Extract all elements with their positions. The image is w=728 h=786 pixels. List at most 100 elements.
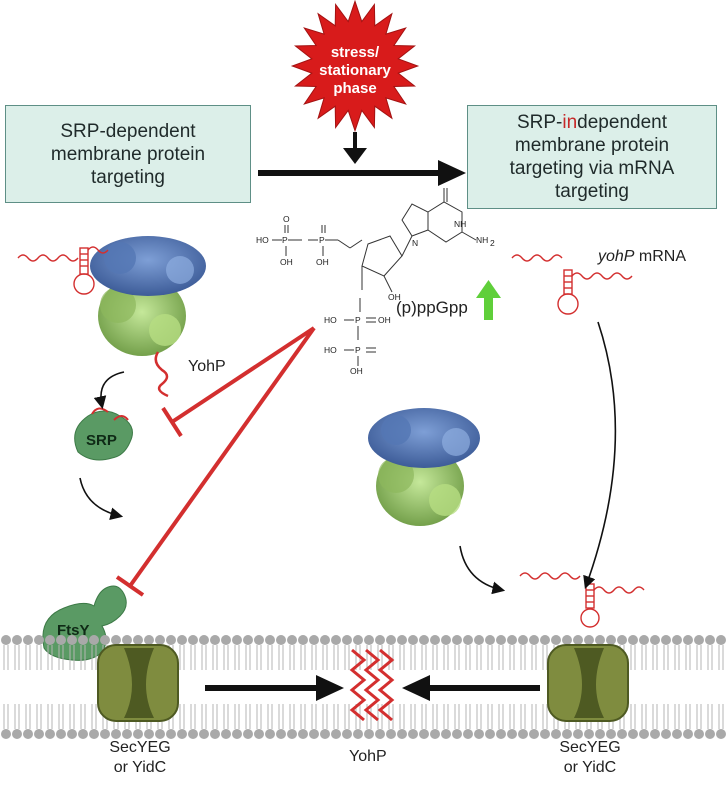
lipid-head [694, 635, 704, 645]
lipid-head [221, 635, 231, 645]
lipid-head [309, 635, 319, 645]
lipid-head [67, 635, 77, 645]
lipid-head [144, 729, 154, 739]
srp-label: SRP [86, 432, 117, 449]
yohp-nascent-label: YohP [188, 358, 226, 375]
lipid-head [430, 635, 440, 645]
lipid-head [639, 729, 649, 739]
nascent-yohp-left [154, 351, 169, 398]
box-line: targeting [91, 166, 165, 188]
mrna-left [17, 246, 109, 295]
lipid-head [430, 729, 440, 739]
lipid-head [287, 635, 297, 645]
lipid-head [287, 729, 297, 739]
lipid-head [496, 635, 506, 645]
lipid-head [474, 729, 484, 739]
lipid-head [177, 635, 187, 645]
lipid-head [672, 635, 682, 645]
lipid-head [408, 729, 418, 739]
lipid-head [408, 635, 418, 645]
lipid-head [298, 729, 308, 739]
lipid-head [573, 729, 583, 739]
lipid-head [199, 635, 209, 645]
lipid-head [452, 635, 462, 645]
lipid-head [45, 729, 55, 739]
sec-right-label: SecYEG or YidC [550, 738, 630, 778]
lipid-head [276, 635, 286, 645]
box-line: membrane protein [514, 135, 670, 156]
lipid-head [716, 729, 726, 739]
flow-arrows [79, 321, 617, 595]
lipid-head [661, 729, 671, 739]
lipid-head [144, 635, 154, 645]
atom-label: HO [256, 235, 269, 245]
lipid-head [12, 635, 22, 645]
lipid-head [23, 635, 33, 645]
lipid-head [705, 635, 715, 645]
lipid-head [650, 635, 660, 645]
lipid-head [419, 729, 429, 739]
lipid-head [133, 729, 143, 739]
srp-protein [74, 407, 133, 461]
lipid-head [705, 729, 715, 739]
atom-label: OH [350, 366, 363, 376]
lipid-head [188, 635, 198, 645]
lipid-head [375, 635, 385, 645]
lipid-head [606, 635, 616, 645]
lipid-head [606, 729, 616, 739]
lipid-head [694, 729, 704, 739]
lipid-head [320, 635, 330, 645]
lipid-head [1, 729, 11, 739]
lipid-head [45, 635, 55, 645]
lipid-head [100, 635, 110, 645]
lipid-head [419, 635, 429, 645]
lipid-head [353, 729, 363, 739]
mrna-membrane [519, 572, 645, 628]
box-line-first: SRP-independent [510, 111, 675, 134]
lipid-head [1, 635, 11, 645]
lipid-head [298, 635, 308, 645]
atom-label: NH [476, 235, 488, 245]
prefix-text: SRP- [516, 112, 563, 133]
insertion-arrows [205, 675, 540, 701]
atom-label: HO [324, 315, 337, 325]
rest-text: dependent [577, 112, 667, 133]
channel-right [547, 644, 629, 722]
lipid-head [441, 729, 451, 739]
lipid-head [496, 729, 506, 739]
lipid-head [78, 729, 88, 739]
stress-line: stress/ [330, 44, 380, 61]
lipid-head [342, 729, 352, 739]
yohp-membrane-label: YohP [349, 748, 387, 765]
lipid-head [716, 635, 726, 645]
mrna-word: mRNA [638, 248, 687, 265]
sec-line: SecYEG [109, 739, 171, 756]
mrna-right [511, 254, 633, 315]
lipid-head [584, 729, 594, 739]
stress-line: stationary [319, 62, 391, 79]
atom-label: P [355, 345, 361, 355]
atom-label: N [412, 238, 418, 248]
lipid-head [595, 635, 605, 645]
lipid-head [100, 729, 110, 739]
lipid-head [309, 729, 319, 739]
lipid-head [122, 635, 132, 645]
yohp-mrna-label: yohP mRNA [598, 248, 686, 266]
molecule-atom-labels: HO P O OH P OH N NH 2 OH HO P HO P OH OH… [256, 214, 495, 376]
lipid-head [254, 729, 264, 739]
lipid-head [584, 635, 594, 645]
lipid-head [320, 729, 330, 739]
lipid-head [507, 635, 517, 645]
lipid-head [34, 729, 44, 739]
lipid-head [232, 729, 242, 739]
lipid-head [551, 729, 561, 739]
atom-label: 2 [490, 238, 495, 248]
lipid-head [375, 729, 385, 739]
atom-label: P [355, 315, 361, 325]
lipid-head [243, 635, 253, 645]
lipid-head [650, 729, 660, 739]
lipid-head [474, 635, 484, 645]
lipid-head [12, 729, 22, 739]
lipid-head [166, 635, 176, 645]
atom-label: P [319, 235, 325, 245]
